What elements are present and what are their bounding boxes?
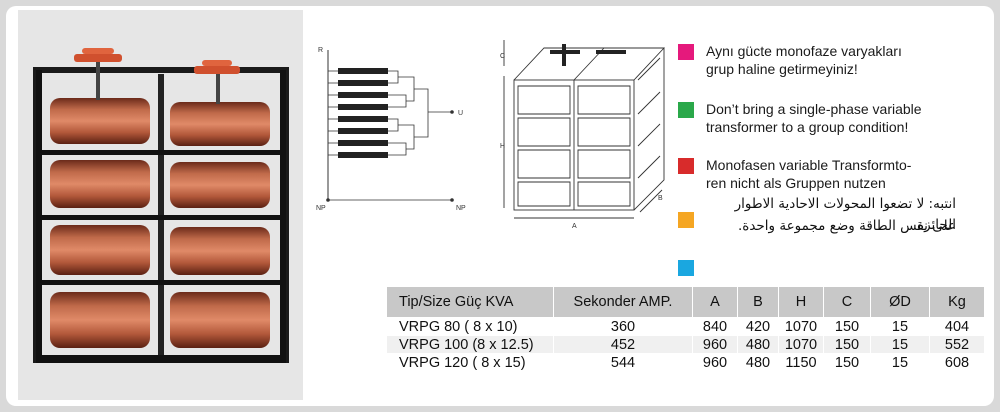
table-cell: 150 — [824, 318, 870, 335]
table-cell: VRPG 80 ( 8 x 10) — [387, 318, 553, 335]
cabinet-label-h: H — [500, 143, 505, 150]
header-cell: A — [693, 287, 737, 317]
table-header-row: Tip/Size Güç KVA Sekonder AMP. A B H C Ø… — [387, 287, 984, 317]
wiring-schematic: R U NP — [316, 40, 476, 220]
note-line: Aynı gücte monofaze varyakları — [706, 43, 902, 59]
schematic-label-np-left: NP — [316, 205, 326, 212]
note-line: انتبه: لا تضعوا المحولات الاحادية الاطوا… — [734, 196, 956, 233]
cabinet-label-b: B — [658, 195, 663, 202]
table-row: VRPG 120 ( 8 x 15) 544 960 480 1150 150 … — [387, 354, 984, 371]
table-cell: 544 — [554, 354, 692, 371]
variac-cabinet-illustration — [33, 48, 289, 363]
header-cell: C — [824, 287, 870, 317]
table-row: VRPG 100 (8 x 12.5) 452 960 480 1070 150… — [387, 336, 984, 353]
schematic-label-np-right: NP — [456, 205, 466, 212]
table-cell: 1070 — [779, 318, 823, 335]
spec-table: Tip/Size Güç KVA Sekonder AMP. A B H C Ø… — [386, 286, 985, 372]
schematic-label-r: R — [318, 47, 323, 54]
table-cell: 1150 — [779, 354, 823, 371]
product-photo — [18, 10, 303, 400]
table-cell: 15 — [871, 336, 929, 353]
table-cell: 404 — [930, 318, 984, 335]
table-cell: 840 — [693, 318, 737, 335]
color-swatch — [678, 44, 694, 60]
table-cell: 150 — [824, 336, 870, 353]
table-cell: 1070 — [779, 336, 823, 353]
table-cell: 452 — [554, 336, 692, 353]
schematic-label-u: U — [458, 110, 463, 117]
table-cell: 150 — [824, 354, 870, 371]
color-swatch — [678, 158, 694, 174]
header-cell: ØD — [871, 287, 929, 317]
color-swatch — [678, 260, 694, 276]
table-row: VRPG 80 ( 8 x 10) 360 840 420 1070 150 1… — [387, 318, 984, 335]
table-cell: 15 — [871, 354, 929, 371]
cabinet-label-c: C — [500, 53, 505, 60]
product-card: R U NP — [6, 6, 994, 406]
table-cell: 960 — [693, 354, 737, 371]
note-line: Monofasen variable Transformto- — [706, 157, 912, 173]
color-swatch — [678, 212, 694, 228]
table-cell: 960 — [693, 336, 737, 353]
table-cell: 480 — [738, 354, 778, 371]
note-line: grup haline getirmeyiniz! — [706, 61, 858, 77]
table-cell: 420 — [738, 318, 778, 335]
table-cell: 552 — [930, 336, 984, 353]
table-cell: VRPG 100 (8 x 12.5) — [387, 336, 553, 353]
header-cell: Kg — [930, 287, 984, 317]
note-line: على نفس الطاقة وضع مجموعة واحدة. — [737, 218, 956, 234]
note-line: ren nicht als Gruppen nutzen — [706, 175, 886, 191]
cabinet-label-a: A — [572, 223, 577, 230]
table-cell: 360 — [554, 318, 692, 335]
table-cell: 15 — [871, 318, 929, 335]
cabinet-dimension-drawing: C H A B — [500, 30, 678, 235]
table-cell: VRPG 120 ( 8 x 15) — [387, 354, 553, 371]
table-cell: 480 — [738, 336, 778, 353]
note-line: transformer to a group condition! — [706, 119, 909, 135]
header-cell: H — [779, 287, 823, 317]
header-cell: B — [738, 287, 778, 317]
table-cell: 608 — [930, 354, 984, 371]
color-swatch — [678, 102, 694, 118]
header-cell: Sekonder AMP. — [554, 287, 692, 317]
note-line: Don’t bring a single-phase variable — [706, 101, 922, 117]
header-cell: Tip/Size Güç KVA — [387, 287, 553, 317]
